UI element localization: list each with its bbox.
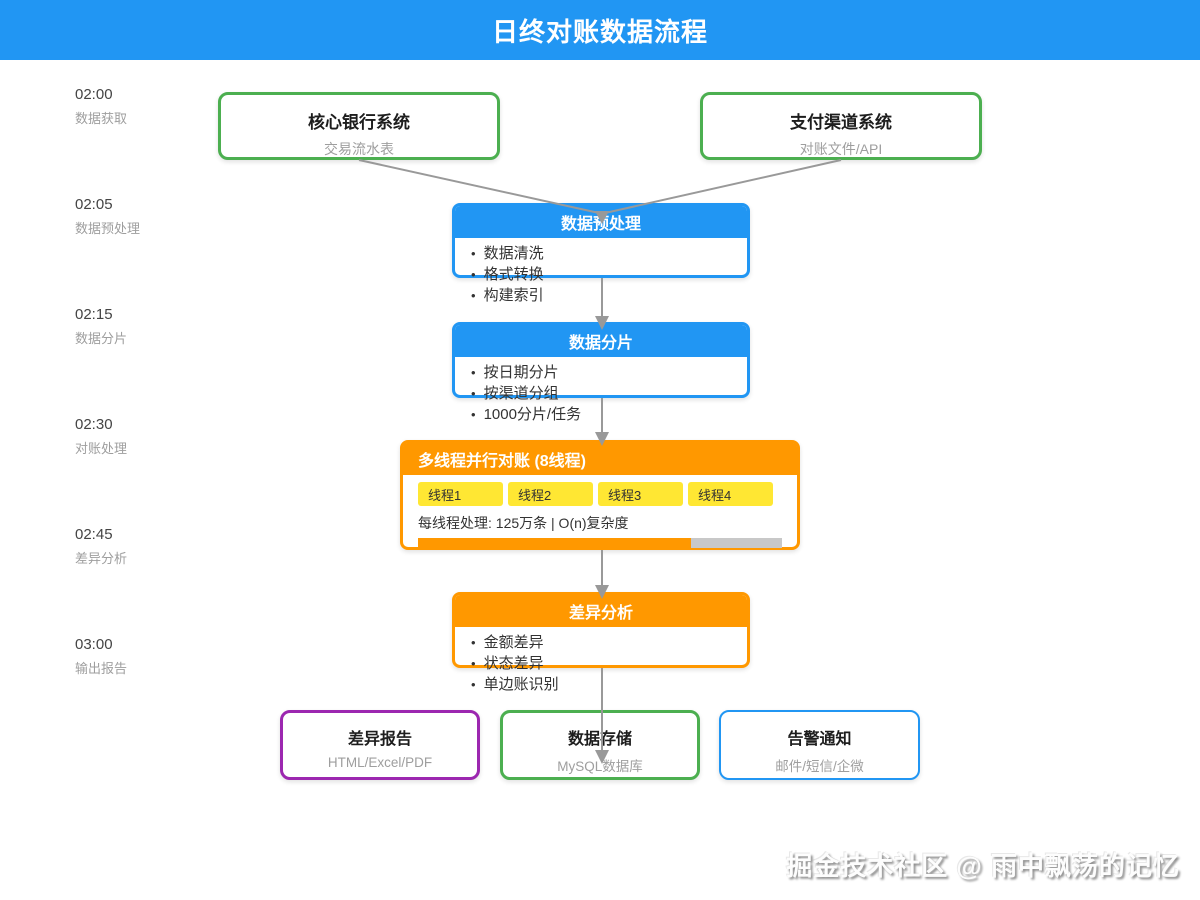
bullet-icon: • (471, 677, 476, 692)
preprocess-title: 数据预处理 (455, 206, 747, 238)
timeline-time: 02:00 (75, 86, 113, 103)
bullet-icon: • (471, 246, 476, 261)
diff-list: •金额差异 •状态差异 •单边账识别 (455, 627, 747, 695)
bullet-icon: • (471, 267, 476, 282)
node-title: 核心银行系统 (308, 113, 410, 132)
timeline-label: 差异分析 (75, 551, 128, 566)
timeline-label: 输出报告 (75, 661, 128, 676)
list-item: •状态差异 (471, 655, 544, 672)
output-box-data-storage: 数据存储 MySQL数据库 (500, 710, 700, 780)
list-item: •格式转换 (471, 266, 544, 283)
bullet-icon: • (471, 365, 476, 380)
timeline-entry-6: 03:00 输出报告 (75, 636, 205, 677)
timeline-time: 02:30 (75, 416, 113, 433)
preprocess-box: 数据预处理 •数据清洗 •格式转换 •构建索引 (452, 203, 750, 304)
timeline-time: 02:45 (75, 526, 113, 543)
timeline-time: 02:05 (75, 196, 113, 213)
thread-chip: 线程3 (598, 482, 683, 506)
diff-title: 差异分析 (455, 595, 747, 627)
progress-bar (418, 538, 782, 548)
timeline-label: 数据预处理 (75, 221, 141, 236)
sharding-list: •按日期分片 •按渠道分组 •1000分片/任务 (455, 357, 747, 425)
list-item: •按渠道分组 (471, 385, 559, 402)
timeline-entry-2: 02:05 数据预处理 (75, 196, 205, 237)
timeline-entry-3: 02:15 数据分片 (75, 306, 205, 347)
list-item: •构建索引 (471, 287, 544, 304)
timeline-entry-5: 02:45 差异分析 (75, 526, 205, 567)
timeline-entry-1: 02:00 数据获取 (75, 86, 205, 127)
thread-chip: 线程4 (688, 482, 773, 506)
source-box-payment-channel: 支付渠道系统 对账文件/API (700, 92, 982, 160)
node-subtitle: HTML/Excel/PDF (327, 755, 433, 770)
diff-analysis-box: 差异分析 •金额差异 •状态差异 •单边账识别 (452, 592, 750, 693)
page-title: 日终对账数据流程 (491, 16, 708, 47)
timeline-time: 03:00 (75, 636, 113, 653)
timeline-time: 02:15 (75, 306, 113, 323)
output-box-alert-notify: 告警通知 邮件/短信/企微 (719, 710, 920, 780)
bullet-icon: • (471, 386, 476, 401)
source-box-core-banking: 核心银行系统 交易流水表 (218, 92, 500, 160)
node-title: 数据存储 (567, 731, 632, 748)
timeline-label: 对账处理 (75, 441, 128, 456)
sharding-box: 数据分片 •按日期分片 •按渠道分组 •1000分片/任务 (452, 322, 750, 423)
bullet-icon: • (471, 635, 476, 650)
timeline-label: 数据分片 (75, 331, 128, 346)
bullet-icon: • (471, 407, 476, 422)
node-subtitle: MySQL数据库 (557, 759, 643, 774)
output-box-diff-report: 差异报告 HTML/Excel/PDF (280, 710, 480, 780)
watermark-text: 掘金技术社区 @ 雨中飘荡的记忆 (786, 851, 1180, 881)
node-title: 告警通知 (787, 731, 852, 748)
timeline-label: 数据获取 (75, 111, 128, 126)
node-subtitle: 邮件/短信/企微 (775, 759, 864, 774)
thread-row: 线程1 线程2 线程3 线程4 (403, 475, 797, 506)
node-subtitle: 交易流水表 (324, 141, 394, 157)
list-item: •数据清洗 (471, 245, 544, 262)
list-item: •单边账识别 (471, 676, 559, 693)
node-subtitle: 对账文件/API (799, 141, 883, 157)
list-item: •1000分片/任务 (471, 406, 582, 423)
thread-chip: 线程2 (508, 482, 593, 506)
list-item: •金额差异 (471, 634, 544, 651)
node-title: 支付渠道系统 (790, 113, 892, 132)
thread-chip: 线程1 (418, 482, 503, 506)
parallel-title: 多线程并行对账 (8线程) (403, 443, 797, 475)
progress-fill (418, 538, 691, 548)
sharding-title: 数据分片 (455, 325, 747, 357)
bullet-icon: • (471, 656, 476, 671)
preprocess-list: •数据清洗 •格式转换 •构建索引 (455, 238, 747, 306)
list-item: •按日期分片 (471, 364, 559, 381)
node-title: 差异报告 (347, 731, 412, 748)
timeline-entry-4: 02:30 对账处理 (75, 416, 205, 457)
parallel-reconcile-box: 多线程并行对账 (8线程) 线程1 线程2 线程3 线程4 每线程处理: 125… (400, 440, 800, 550)
header-bar: 日终对账数据流程 (0, 0, 1200, 60)
parallel-note: 每线程处理: 125万条 | O(n)复杂度 (418, 515, 629, 531)
bullet-icon: • (471, 288, 476, 303)
